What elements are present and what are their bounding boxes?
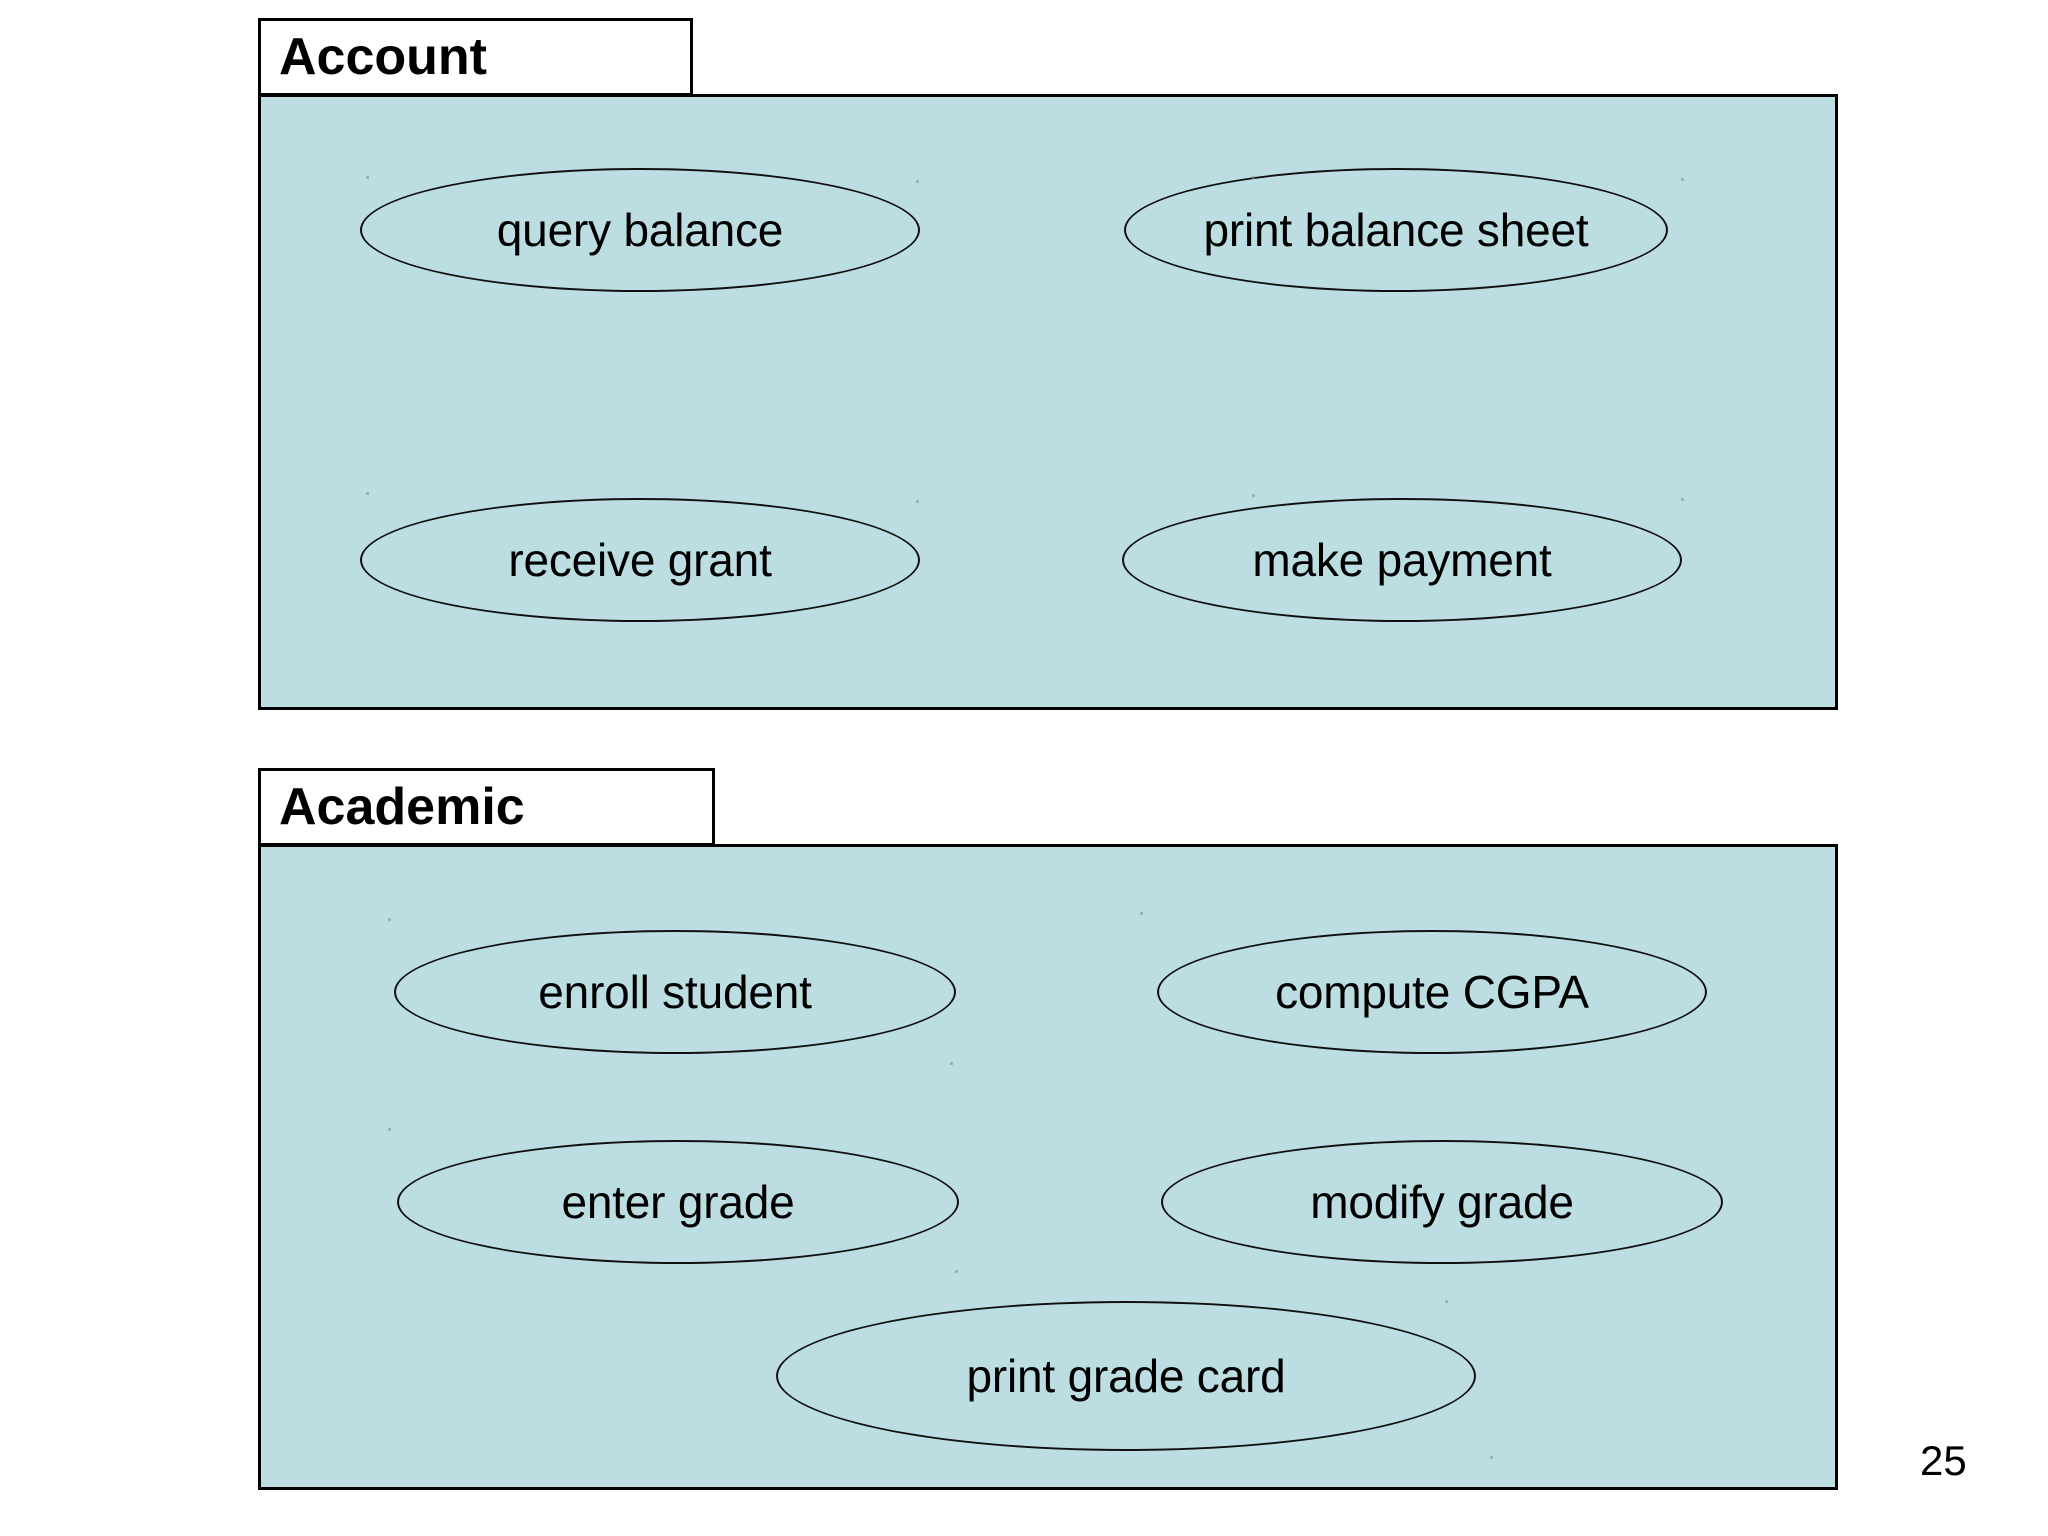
package-name-label: Academic [279,778,525,836]
use-case-label: make payment [1252,534,1552,586]
use-case-label: print grade card [966,1350,1286,1402]
use-case-print-balance-sheet[interactable]: print balance sheet [1124,168,1668,292]
use-case-enter-grade[interactable]: enter grade [397,1140,959,1264]
package-tab-academic[interactable]: Academic [258,768,715,846]
use-case-enroll-student[interactable]: enroll student [394,930,956,1054]
package-name-label: Account [279,28,487,86]
scan-speckle [1252,176,1255,179]
use-case-label: query balance [496,204,784,256]
page-number: 25 [1920,1437,1967,1484]
scan-speckle [1490,1456,1493,1459]
scan-speckle [916,500,919,503]
scan-speckle [388,918,391,921]
scan-speckle [1681,178,1684,181]
scan-speckle [955,1270,958,1273]
use-case-modify-grade[interactable]: modify grade [1161,1140,1723,1264]
use-case-label: modify grade [1310,1176,1574,1228]
scan-speckle [1140,912,1143,915]
scan-speckle [366,492,369,495]
scan-speckle [388,1128,391,1131]
use-case-label: receive grant [508,534,772,586]
use-case-make-payment[interactable]: make payment [1122,498,1682,622]
use-case-query-balance[interactable]: query balance [360,168,920,292]
use-case-receive-grant[interactable]: receive grant [360,498,920,622]
scan-speckle [1681,498,1684,501]
package-tab-account[interactable]: Account [258,18,693,96]
scan-speckle [950,1062,953,1065]
use-case-label: enroll student [538,966,812,1018]
use-case-label: compute CGPA [1275,966,1589,1018]
scan-speckle [1445,1300,1448,1303]
scan-speckle [366,176,369,179]
scan-speckle [916,180,919,183]
use-case-label: print balance sheet [1203,204,1589,256]
use-case-print-grade-card[interactable]: print grade card [776,1301,1476,1451]
use-case-compute-cgpa[interactable]: compute CGPA [1157,930,1707,1054]
use-case-label: enter grade [561,1176,795,1228]
scan-speckle [1252,494,1255,497]
